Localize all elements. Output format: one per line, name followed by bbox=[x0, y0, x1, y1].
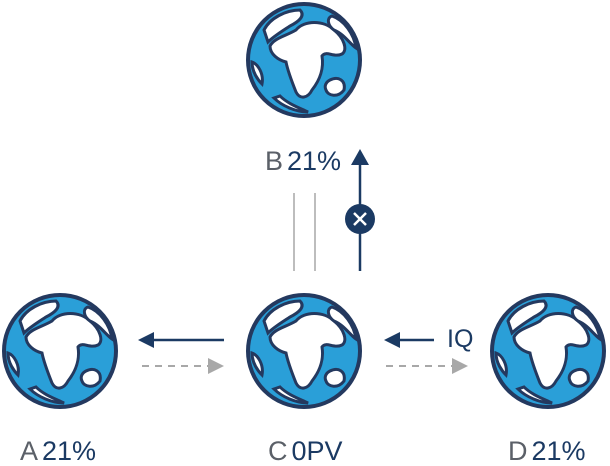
arrow-d-to-c-head bbox=[384, 332, 400, 348]
node-letter-c: C bbox=[268, 436, 288, 466]
node-letter-a: A bbox=[20, 436, 39, 466]
dashed-arrow-a-to-c-head bbox=[208, 358, 224, 374]
globe-africa-icon-b bbox=[246, 2, 362, 118]
node-value-c: 0PV bbox=[291, 436, 343, 466]
arrow-c-to-b-head bbox=[351, 149, 369, 165]
edge-label-iq: IQ bbox=[447, 325, 474, 353]
node-letter-b: B bbox=[265, 146, 284, 176]
arrow-c-to-a-head bbox=[138, 332, 154, 348]
node-value-b: 21% bbox=[287, 146, 342, 176]
globe-africa-icon-d bbox=[490, 293, 606, 409]
globe-africa-icon-c bbox=[246, 293, 362, 409]
x-circle-icon bbox=[345, 204, 375, 234]
dashed-arrow-c-to-d-head bbox=[452, 358, 468, 374]
globe-africa-icon-a bbox=[2, 293, 118, 409]
node-value-d: 21% bbox=[531, 436, 586, 466]
node-value-a: 21% bbox=[42, 436, 97, 466]
node-letter-d: D bbox=[508, 436, 528, 466]
